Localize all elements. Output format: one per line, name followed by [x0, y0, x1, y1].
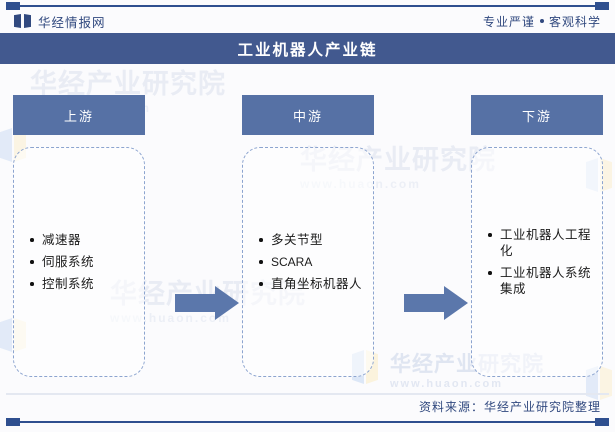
- column-caption-upstream: 上游: [13, 95, 145, 135]
- list-item: 减速器: [28, 232, 136, 248]
- right-arrow-icon: [404, 286, 468, 320]
- brand: 华经情报网: [14, 12, 106, 31]
- footer: 资料来源：华经产业研究院整理: [0, 388, 615, 432]
- chain-column-midstream: 中游 多关节型 SCARA 直角坐标机器人: [242, 64, 374, 377]
- source-wrap: 资料来源：华经产业研究院整理: [0, 398, 601, 416]
- title-band: 工业机器人产业链: [0, 33, 615, 64]
- column-caption-label: 中游: [292, 108, 323, 124]
- column-caption-label: 下游: [521, 108, 552, 124]
- tagline-separator-dot-icon: [539, 19, 544, 23]
- column-caption-midstream: 中游: [242, 95, 374, 135]
- tagline-left: 专业严谨: [482, 14, 535, 29]
- bottom-accent-rule: [6, 418, 609, 426]
- value-chain-diagram: 上游 减速器 伺服系统 控制系统 中游 多关节型 SCARA 直角坐标机器人: [0, 64, 615, 384]
- column-caption-downstream: 下游: [471, 95, 603, 135]
- column-body-downstream: 工业机器人工程化 工业机器人系统集成: [471, 147, 603, 377]
- column-caption-label: 上游: [63, 108, 94, 124]
- tagline: 专业严谨 客观科学: [483, 13, 601, 30]
- chain-column-downstream: 下游 工业机器人工程化 工业机器人系统集成: [471, 64, 603, 377]
- source-note: 资料来源：华经产业研究院整理: [418, 400, 601, 414]
- list-item: 多关节型: [257, 232, 365, 248]
- huaon-book-logo-icon: [14, 14, 31, 28]
- list-item: 伺服系统: [28, 254, 136, 270]
- chain-column-upstream: 上游 减速器 伺服系统 控制系统: [13, 64, 145, 377]
- column-body-upstream: 减速器 伺服系统 控制系统: [13, 147, 145, 377]
- column-body-midstream: 多关节型 SCARA 直角坐标机器人: [242, 147, 374, 377]
- brand-name: 华经情报网: [38, 15, 106, 30]
- list-item: 工业机器人工程化: [486, 227, 594, 259]
- brand-bar: 华经情报网 专业严谨 客观科学: [0, 9, 615, 33]
- list-item: 直角坐标机器人: [257, 276, 365, 292]
- top-accent-rule: [6, 2, 609, 10]
- bottom-rule-left-cap: [6, 418, 20, 426]
- item-list: 工业机器人工程化 工业机器人系统集成: [472, 221, 602, 303]
- top-rule-right-cap: [595, 2, 609, 10]
- list-item: 工业机器人系统集成: [486, 265, 594, 297]
- page-title: 工业机器人产业链: [237, 41, 378, 59]
- bottom-rule-right-cap: [595, 418, 609, 426]
- item-list: 减速器 伺服系统 控制系统: [14, 226, 144, 298]
- top-rule-left-cap: [6, 2, 20, 10]
- item-list: 多关节型 SCARA 直角坐标机器人: [243, 226, 373, 298]
- list-item: 控制系统: [28, 276, 136, 292]
- right-arrow-icon: [175, 286, 239, 320]
- footer-divider: [6, 393, 609, 395]
- list-item: SCARA: [257, 254, 365, 270]
- tagline-right: 客观科学: [548, 14, 601, 29]
